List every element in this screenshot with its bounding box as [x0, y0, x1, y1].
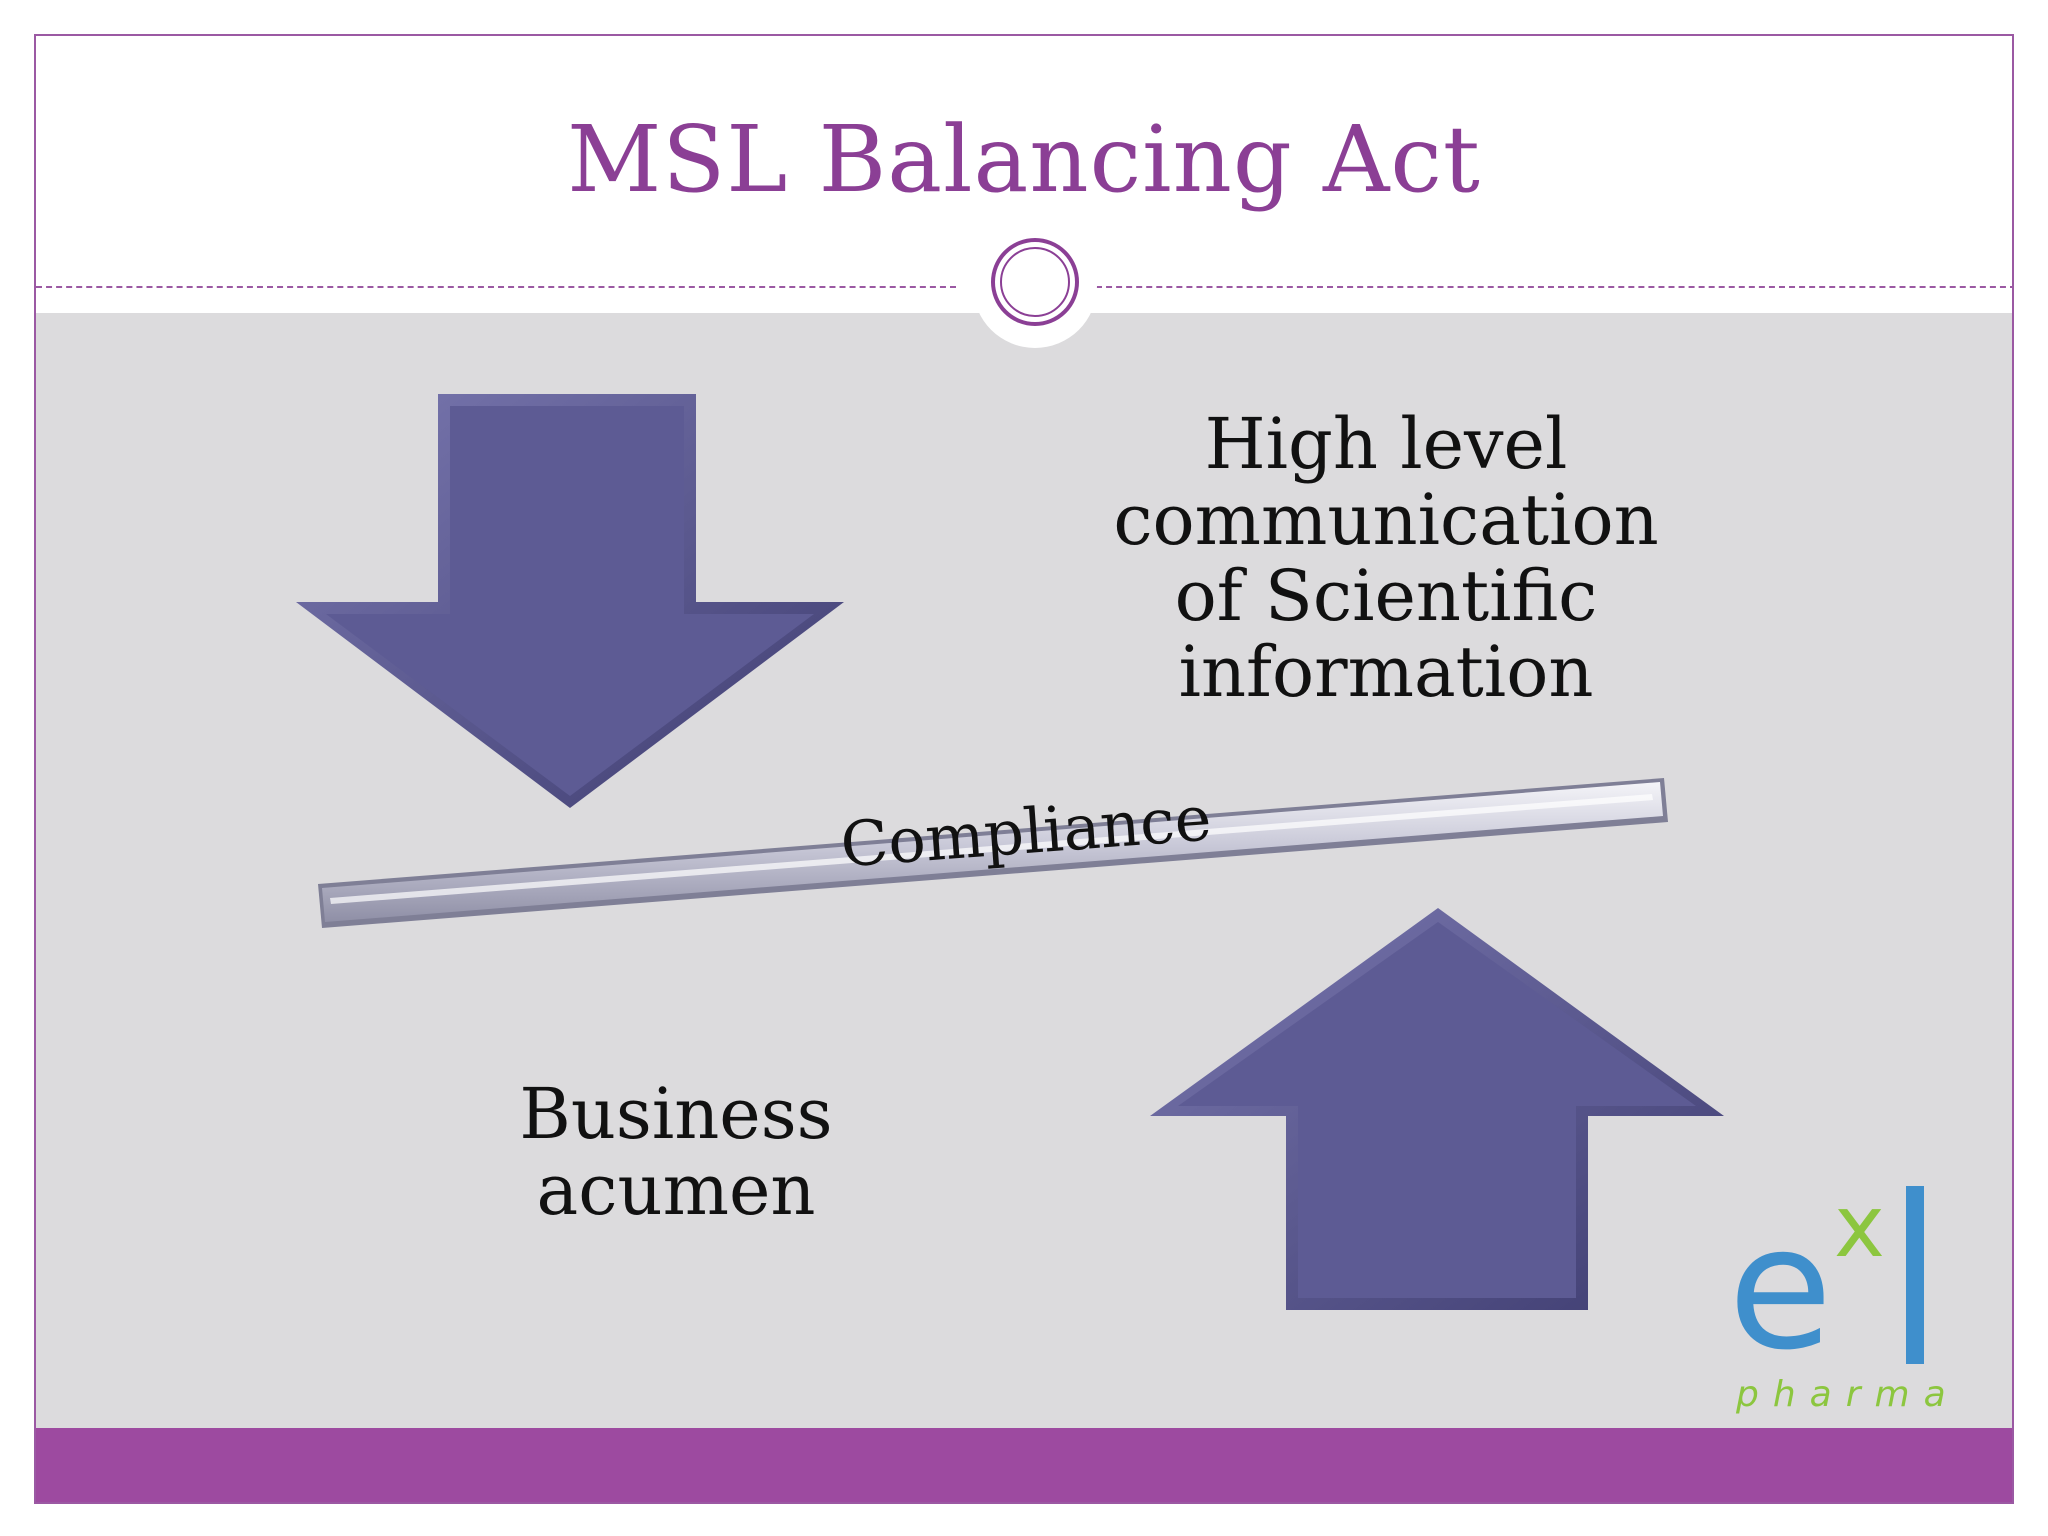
- high-level-communication-label: High level communication of Scientific i…: [1036, 406, 1736, 710]
- down-arrow-icon: [296, 394, 844, 808]
- bottom-label-line: acumen: [536, 1149, 816, 1231]
- slide-title: MSL Balancing Act: [567, 106, 1481, 213]
- bottom-label-line: Business: [519, 1073, 833, 1155]
- header-divider-right: [1096, 286, 2012, 288]
- balance-beam: [318, 778, 1668, 928]
- footer-bar: [36, 1428, 2012, 1502]
- logo-e: e: [1728, 1190, 1833, 1388]
- up-arrow-icon: [1150, 908, 1724, 1310]
- header-divider-left: [36, 286, 956, 288]
- balancing-diagram: [296, 394, 1724, 1310]
- top-label-line: information: [1178, 631, 1594, 713]
- top-label-line: High level: [1204, 403, 1568, 485]
- top-label-line: communication: [1113, 479, 1659, 561]
- slide: MSL Balancing Act: [34, 34, 2014, 1504]
- logo-tagline: pharma: [1736, 1374, 1960, 1415]
- exl-pharma-logo: e x pharma: [1728, 1184, 1958, 1424]
- top-label-line: of Scientific: [1174, 555, 1598, 637]
- circle-ring-icon: [991, 238, 1079, 326]
- business-acumen-label: Business acumen: [466, 1076, 886, 1228]
- logo-l-bar: [1906, 1186, 1924, 1364]
- logo-superscript: x: [1834, 1177, 1885, 1277]
- header-circle-ornament: [973, 224, 1097, 348]
